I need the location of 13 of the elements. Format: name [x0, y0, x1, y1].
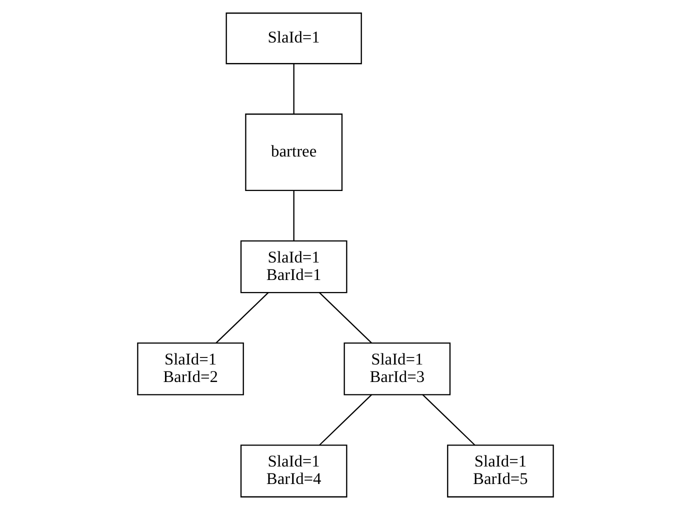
- node-box: bartree: [244, 114, 342, 192]
- connector: [292, 64, 294, 114]
- node-box: SlaId=1: [225, 12, 362, 64]
- connector: [292, 190, 294, 241]
- connector: [422, 394, 475, 446]
- node-box: SlaId=1 BarId=4: [240, 444, 347, 498]
- connector: [318, 292, 372, 344]
- node-box: SlaId=1 BarId=3: [343, 342, 450, 396]
- connector: [318, 394, 372, 446]
- node-box: SlaId=1 BarId=1: [240, 240, 347, 294]
- node-box: SlaId=1 BarId=5: [446, 444, 554, 498]
- connector: [215, 292, 268, 344]
- node-box: SlaId=1 BarId=2: [136, 342, 244, 396]
